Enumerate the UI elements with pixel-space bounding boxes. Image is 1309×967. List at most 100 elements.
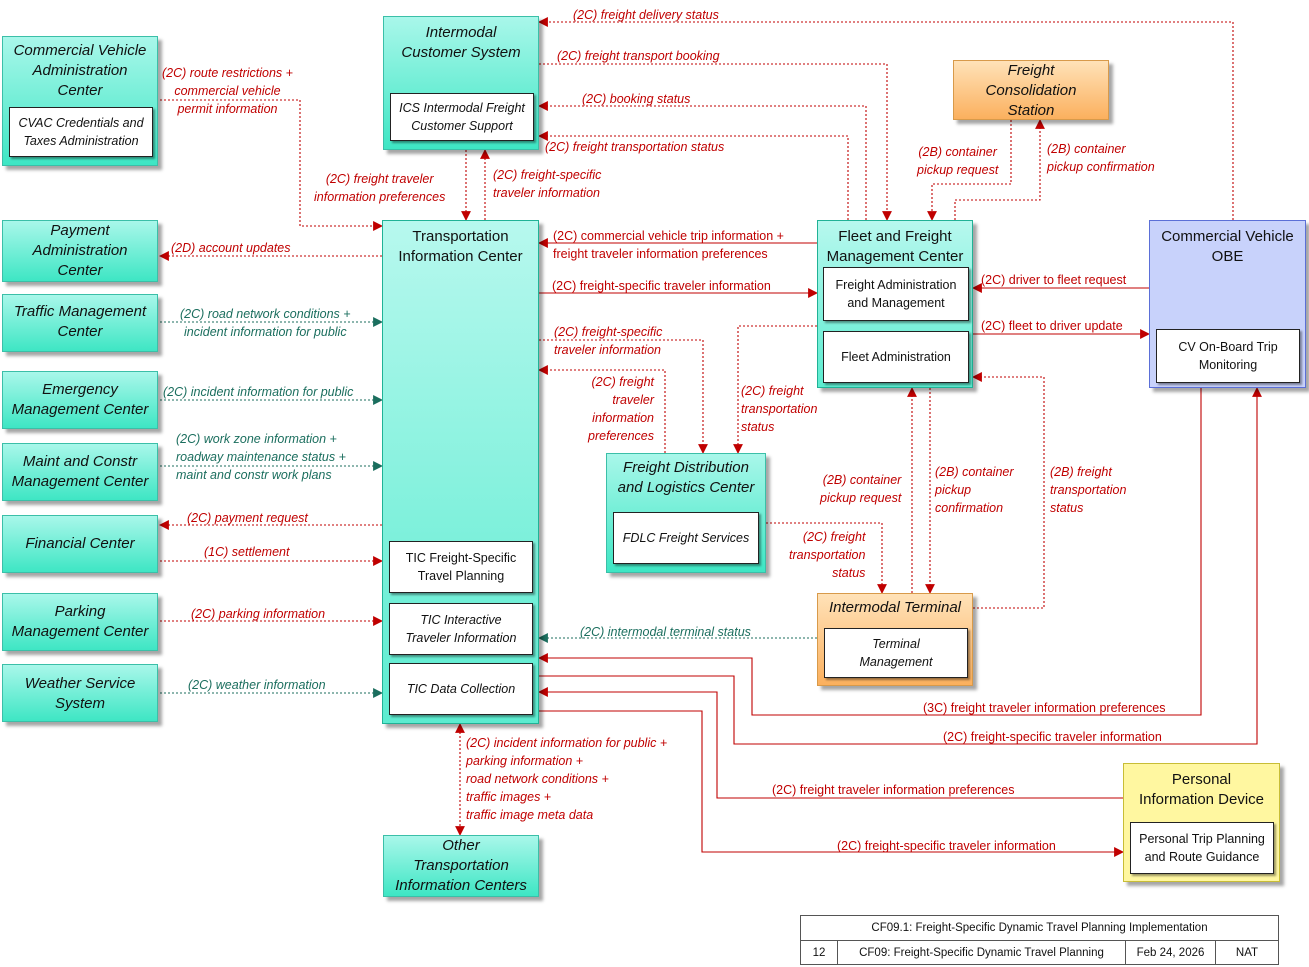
label-cvobe-tic: (3C) freight traveler information prefer…	[923, 701, 1166, 715]
node-fleet-title: Fleet and Freight Management Center	[826, 228, 964, 265]
footer-number: 12	[801, 941, 838, 965]
node-other-tic[interactable]: Other Transportation Information Centers	[383, 835, 539, 897]
label-terminal-fleet-status: (2B) freight transportation status	[1050, 465, 1127, 515]
node-emergency-title: Emergency Management Center	[11, 381, 149, 418]
label-cvac-tic: (2C) route restrictions + commercial veh…	[162, 66, 293, 116]
label-tic-pid: (2C) freight-specific traveler informati…	[837, 839, 1056, 853]
label-fdlc-terminal: (2C) freight transportation status	[789, 530, 866, 580]
label-fcs-fleet: (2B) container pickup confirmation	[1047, 142, 1155, 174]
node-fcs-title: Freight Consolidation Station	[985, 62, 1077, 119]
label-tic-other: (2C) incident information for public + p…	[466, 736, 668, 822]
footer-name: CF09: Freight-Specific Dynamic Travel Pl…	[838, 941, 1126, 965]
node-terminal-title: Intermodal Terminal	[828, 599, 961, 616]
label-parking-tic: (2C) parking information	[191, 607, 326, 621]
node-cvac[interactable]: Commercial Vehicle Administration Center…	[2, 36, 158, 166]
label-fleet-fdlc: (2C) freight transportation status	[741, 384, 818, 434]
node-traffic-title: Traffic Management Center	[13, 303, 147, 340]
label-pid-tic: (2C) freight traveler information prefer…	[772, 783, 1015, 797]
node-terminal[interactable]: Intermodal Terminal Terminal Management	[817, 593, 973, 686]
node-fleet-sub1[interactable]: Freight Administration and Management	[823, 267, 969, 321]
flow-fleet-ics-status	[538, 131, 849, 220]
flow-fcs-fleet	[954, 119, 1045, 220]
node-parking[interactable]: Parking Management Center	[2, 593, 158, 651]
node-traffic[interactable]: Traffic Management Center	[2, 294, 158, 352]
node-tic-sub3[interactable]: TIC Data Collection	[389, 663, 533, 715]
label-fleet-terminal-confirm: (2B) container pickup confirmation	[935, 465, 1014, 515]
flow-cvac-tic	[160, 99, 383, 231]
label-fleet-ics-status: (2C) freight transportation status	[545, 140, 725, 154]
flow-fdlc-terminal	[766, 522, 887, 594]
label-tic-fleet: (2C) freight-specific traveler informati…	[552, 279, 771, 293]
label-cvobe-fleet: (2C) driver to fleet request	[981, 273, 1127, 287]
label-fdlc-tic: (2C) freight traveler information prefer…	[588, 375, 655, 443]
node-weather[interactable]: Weather Service System	[2, 664, 158, 722]
label-tic-payment: (2D) account updates	[171, 241, 291, 255]
node-fleet-sub2[interactable]: Fleet Administration	[823, 331, 969, 383]
node-cvobe[interactable]: Commercial Vehicle OBE CV On-Board Trip …	[1149, 220, 1306, 388]
node-fcs[interactable]: Freight Consolidation Station	[953, 60, 1109, 120]
node-cvac-title: Commercial Vehicle Administration Center	[13, 42, 147, 99]
label-tic-ics: (2C) freight-specific traveler informati…	[493, 168, 602, 200]
node-other-tic-title: Other Transportation Information Centers	[395, 837, 527, 894]
label-tic-fdlc: (2C) freight-specific traveler informati…	[554, 325, 663, 357]
flow-cvobe-ics	[538, 17, 1234, 220]
node-pid-sub[interactable]: Personal Trip Planning and Route Guidanc…	[1130, 822, 1274, 874]
flow-cvobe-tic	[538, 388, 1202, 716]
label-tic-financial: (2C) payment request	[187, 511, 308, 525]
flow-ics-fleet	[539, 63, 892, 221]
node-weather-title: Weather Service System	[24, 675, 136, 712]
label-traffic-tic: (2C) road network conditions + incident …	[180, 307, 351, 339]
node-tic-title: Transportation Information Center	[398, 228, 523, 265]
label-ics-tic: (2C) freight traveler information prefer…	[314, 172, 446, 204]
label-weather-tic: (2C) weather information	[188, 678, 326, 692]
node-fdlc-sub[interactable]: FDLC Freight Services	[613, 512, 759, 564]
node-tic-sub1[interactable]: TIC Freight-Specific Travel Planning	[389, 541, 533, 593]
node-terminal-sub[interactable]: Terminal Management	[824, 628, 968, 678]
flow-fleet-fcs	[927, 120, 1012, 221]
node-payment-title: Payment Administration Center	[32, 222, 128, 279]
label-financial-tic: (1C) settlement	[204, 545, 290, 559]
node-parking-title: Parking Management Center	[11, 603, 149, 640]
node-pid-title: Personal Information Device	[1138, 771, 1265, 808]
label-maint-tic: (2C) work zone information + roadway mai…	[176, 432, 346, 482]
node-pid[interactable]: Personal Information Device Personal Tri…	[1123, 763, 1280, 882]
diagram-footer: CF09.1: Freight-Specific Dynamic Travel …	[800, 915, 1279, 965]
flow-terminal-fleet-status	[972, 372, 1045, 609]
node-fdlc-title: Freight Distribution and Logistics Cente…	[617, 459, 755, 496]
label-terminal-fleet-request: (2B) container pickup request	[820, 473, 902, 505]
node-maint[interactable]: Maint and Constr Management Center	[2, 443, 158, 501]
node-ics[interactable]: Intermodal Customer System ICS Intermoda…	[383, 16, 539, 150]
flow-pid-tic	[538, 687, 1123, 799]
footer-date: Feb 24, 2026	[1126, 941, 1216, 965]
node-fleet[interactable]: Fleet and Freight Management Center Frei…	[817, 220, 973, 388]
label-emergency-tic: (2C) incident information for public	[163, 385, 354, 399]
node-ics-sub[interactable]: ICS Intermodal Freight Customer Support	[390, 93, 534, 141]
label-fleet-cvobe: (2C) fleet to driver update	[981, 319, 1123, 333]
flow-fleet-ics-booking	[538, 101, 867, 220]
node-emergency[interactable]: Emergency Management Center	[2, 371, 158, 429]
footer-title: CF09.1: Freight-Specific Dynamic Travel …	[801, 916, 1278, 941]
label-tic-cvobe: (2C) freight-specific traveler informati…	[943, 730, 1162, 744]
flow-tic-cvobe	[539, 387, 1262, 745]
label-terminal-tic: (2C) intermodal terminal status	[580, 625, 751, 639]
node-cvobe-title: Commercial Vehicle OBE	[1161, 228, 1294, 265]
node-cvobe-sub[interactable]: CV On-Board Trip Monitoring	[1156, 329, 1300, 383]
flow-tic-fdlc	[539, 339, 708, 454]
flow-tic-pid	[539, 710, 1124, 857]
node-payment[interactable]: Payment Administration Center	[2, 220, 158, 282]
label-cvobe-ics: (2C) freight delivery status	[573, 8, 719, 22]
node-financial[interactable]: Financial Center	[2, 515, 158, 573]
node-maint-title: Maint and Constr Management Center	[11, 453, 149, 490]
node-cvac-sub[interactable]: CVAC Credentials and Taxes Administratio…	[9, 107, 153, 157]
node-financial-title: Financial Center	[25, 535, 135, 552]
footer-scope: NAT	[1235, 947, 1259, 959]
node-ics-title: Intermodal Customer System	[401, 24, 521, 61]
node-tic-sub2[interactable]: TIC Interactive Traveler Information	[389, 603, 533, 655]
label-fleet-tic: (2C) commercial vehicle trip information…	[553, 229, 784, 261]
label-fleet-fcs: (2B) container pickup request	[917, 145, 999, 177]
node-tic[interactable]: Transportation Information Center TIC Fr…	[382, 220, 539, 724]
label-ics-fleet: (2C) freight transport booking	[557, 49, 720, 63]
node-fdlc[interactable]: Freight Distribution and Logistics Cente…	[606, 453, 766, 573]
label-fleet-ics-booking: (2C) booking status	[582, 92, 691, 106]
